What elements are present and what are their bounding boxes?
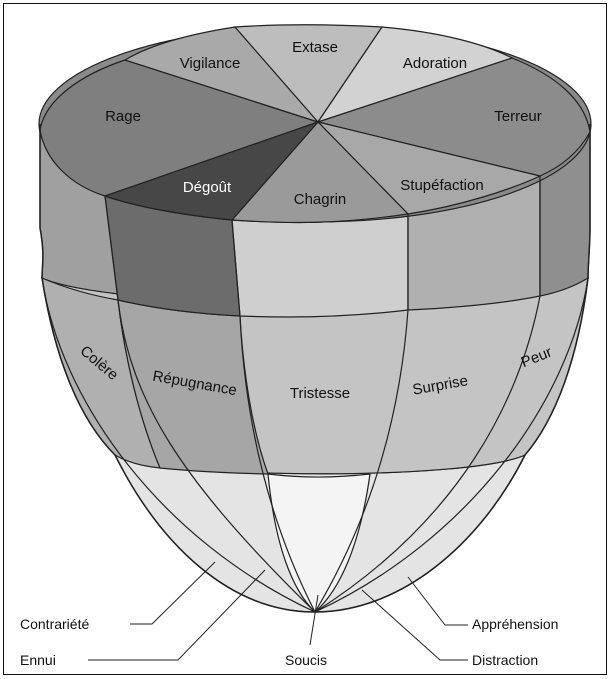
label-tristesse: Tristesse [290,385,350,402]
meridian-1 [104,195,316,613]
slice-extase [233,24,384,123]
label-apprehension: Appréhension [472,616,558,632]
label-degout: Dégoût [183,179,232,196]
meridian-right [314,277,589,613]
meridian-2 [231,219,316,613]
slice-chagrin [230,121,410,224]
label-adoration: Adoration [403,55,467,72]
label-rage: Rage [105,108,141,125]
label-ennui: Ennui [20,652,56,668]
label-vigilance: Vigilance [180,55,241,72]
label-contrariete: Contrariété [20,616,89,632]
slice-stupefaction [316,120,542,215]
slice-vigilance [123,26,320,124]
label-stupefaction: Stupéfaction [400,177,483,194]
label-distraction: Distraction [472,652,538,668]
meridian-3 [314,214,409,613]
label-extase: Extase [292,39,338,56]
bottom-center-segment [267,473,371,613]
upper-segment-chagrin [231,213,409,318]
meridian-left [41,277,316,613]
slice-degout [103,120,320,221]
label-chagrin: Chagrin [294,191,347,208]
label-terreur: Terreur [494,108,542,125]
callout-leaders [88,561,468,661]
slice-adoration [316,26,514,124]
label-soucis: Soucis [285,652,327,668]
meridian-4 [314,176,541,613]
